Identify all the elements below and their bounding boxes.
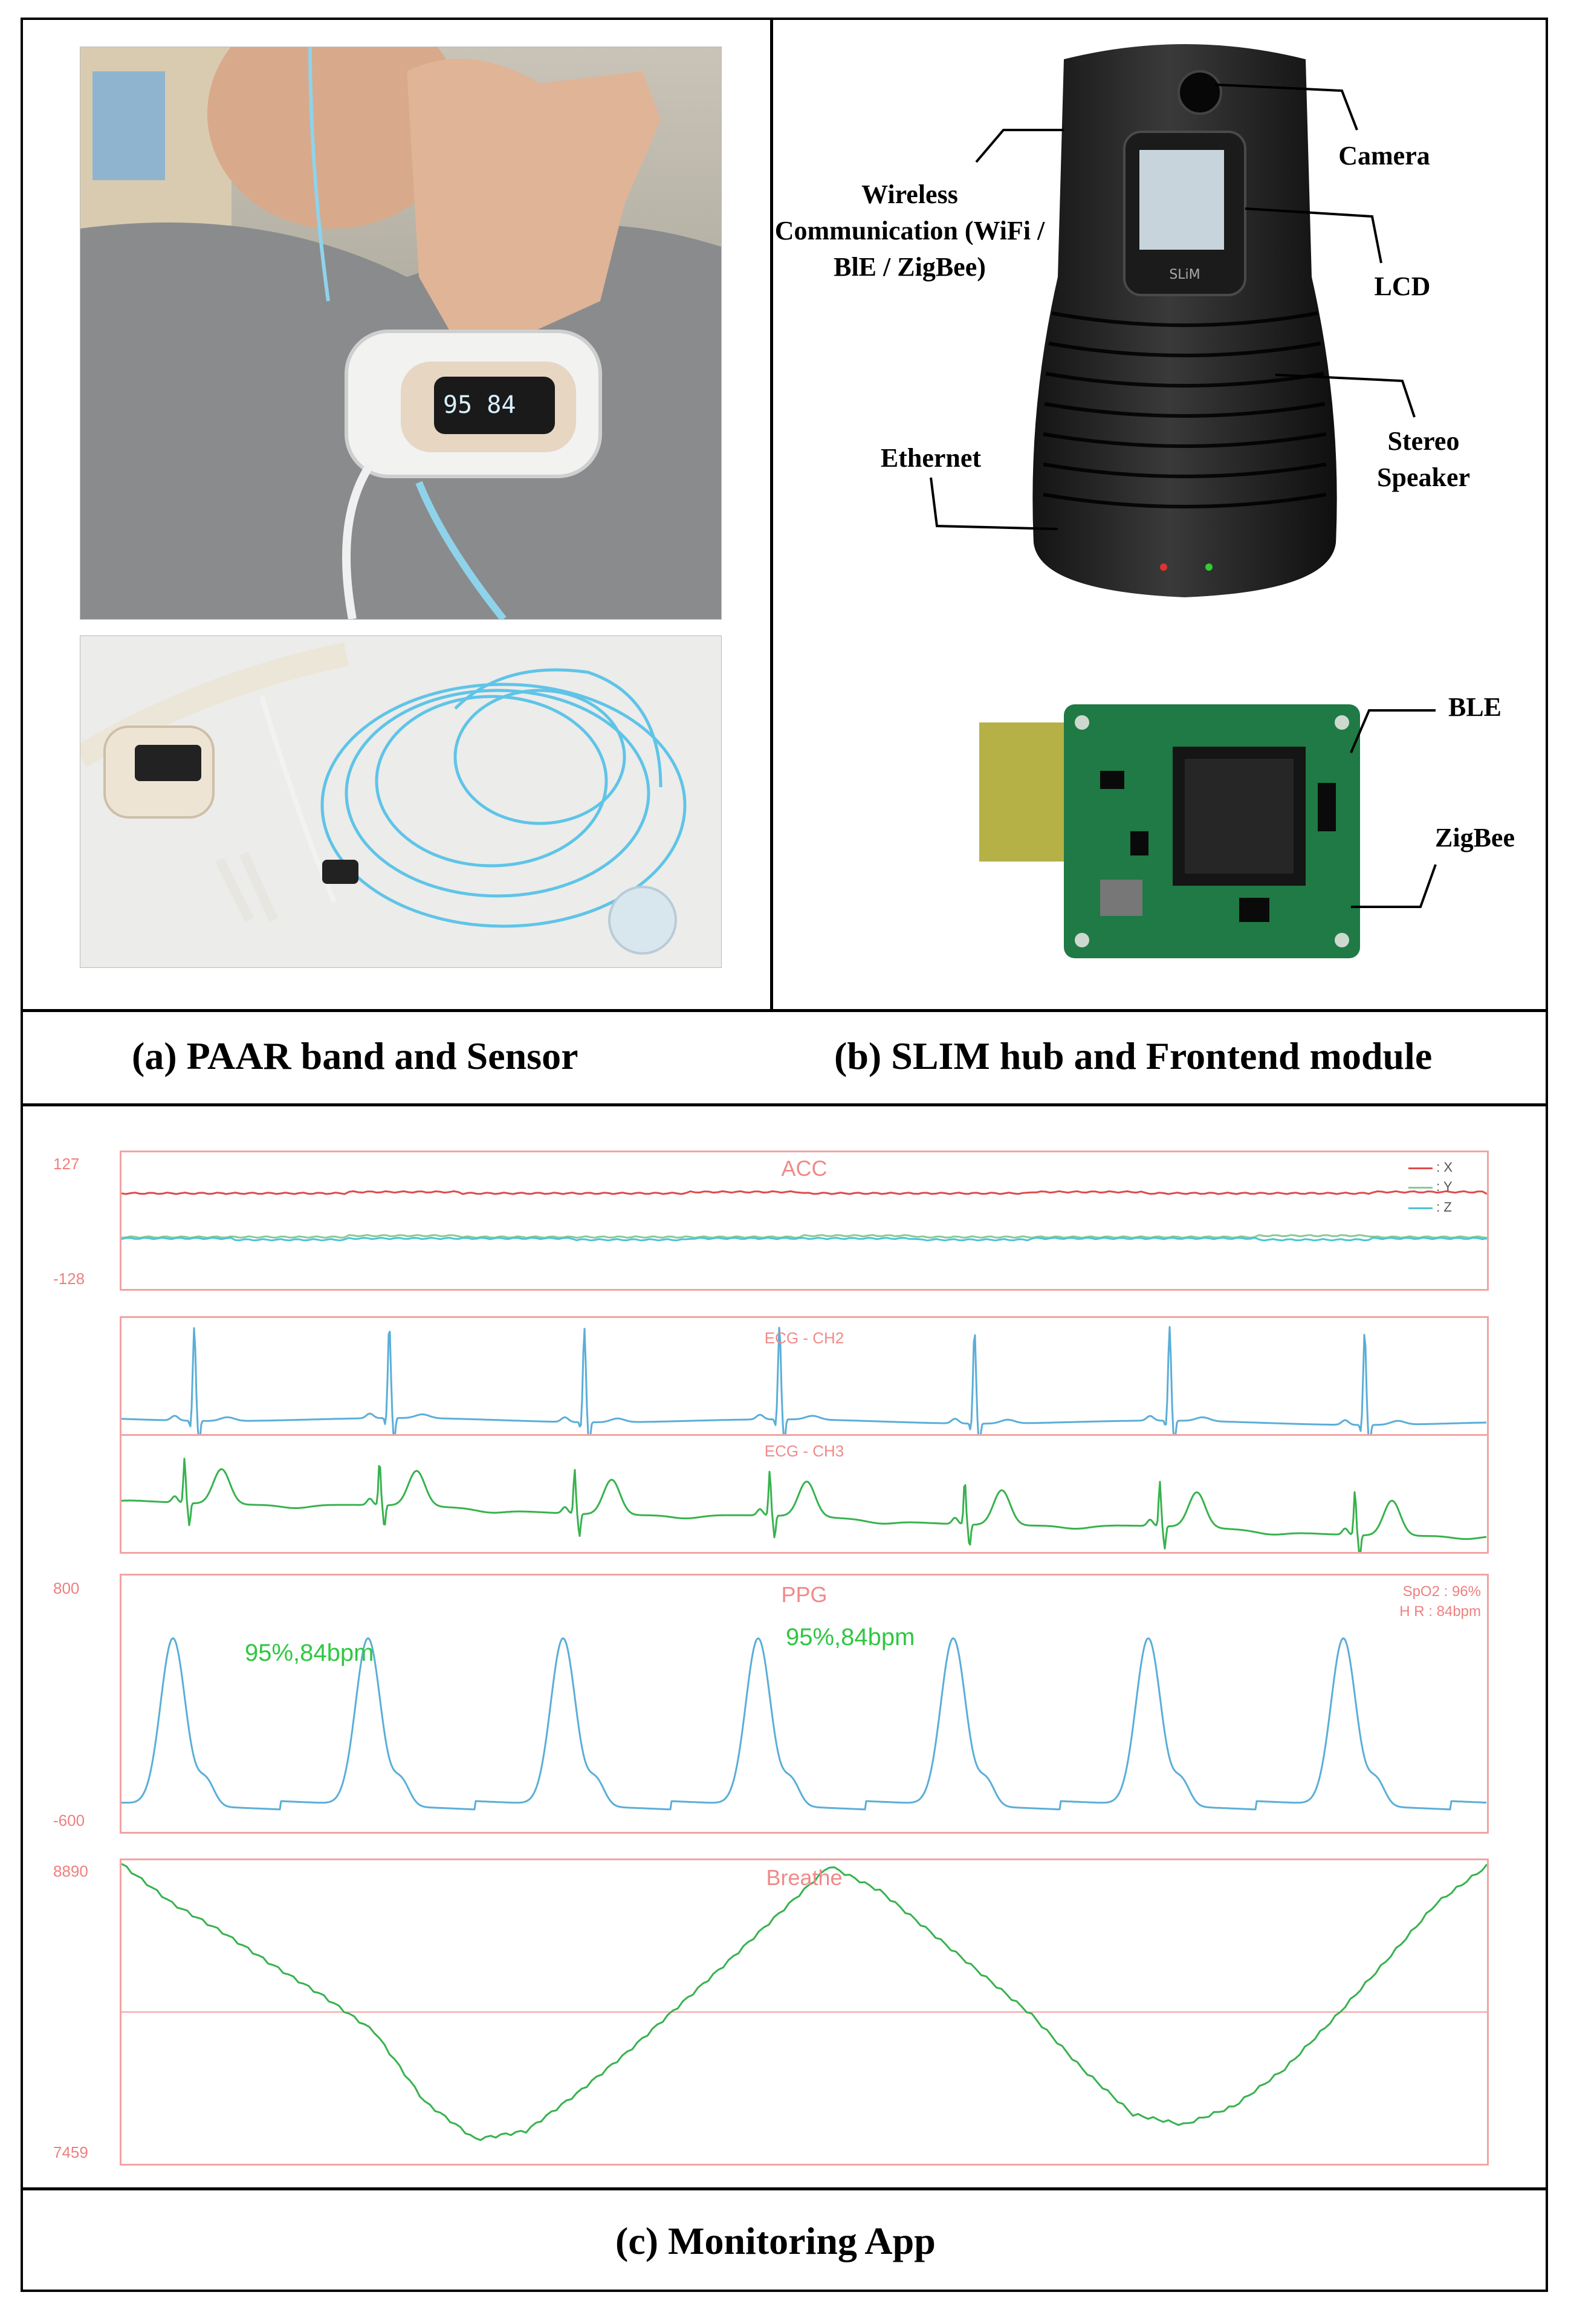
figure-frame [21,18,1548,2292]
divider-top [21,1009,1548,1012]
frontend-module-illustration [979,704,1360,958]
breathe-y-min: 7459 [53,2143,88,2161]
ppg-y-min: -600 [53,1811,85,1829]
ppg-plot [121,1637,1487,1811]
photo-paar-sensor-kit [80,635,722,968]
paar-band-worn-illustration: 95 84 [80,47,721,619]
acc-legend-z: : Z [1408,1199,1452,1215]
ecg-ch2-plot [121,1326,1487,1447]
ppg-hr-readout: H R : 84bpm [1399,1603,1481,1620]
ppg-annotation-2: 95%,84bpm [786,1624,915,1650]
ecg-trace [121,1326,1487,1447]
callout-stereo-speaker [1275,374,1416,418]
acc-legend-x: : X [1408,1160,1453,1175]
label-wireless-communication: Wireless Communication (WiFi / BlE / Zig… [774,180,1045,282]
callout-ethernet [930,477,1058,530]
label-lcd: LCD [1374,271,1431,301]
legend-swatch-z [1408,1207,1433,1209]
ecg-ch2-title: ECG - CH2 [764,1329,844,1347]
photo-paar-band-worn: 95 84 [80,47,722,620]
paar-sensor-kit-illustration [80,642,687,955]
frontend-module-board [979,698,1366,964]
panel-divider-vertical [770,18,773,1009]
divider-bottom [21,2187,1548,2190]
legend-swatch-x [1408,1167,1433,1169]
acc-series-line [121,1236,1488,1242]
label-ble: BLE [1448,692,1502,722]
ppg-annotation-1: 95%,84bpm [245,1640,374,1666]
label-zigbee: ZigBee [1435,823,1515,852]
slim-hub-illustration: SLiM [1032,44,1337,597]
caption-panel-a: (a) PAAR band and Sensor [132,1034,578,1077]
caption-panel-b: (b) SLIM hub and Frontend module [834,1034,1433,1077]
legend-label-z: : Z [1436,1199,1452,1215]
ppg-title: PPG [781,1582,828,1607]
callout-ble [1350,709,1436,753]
label-camera: Camera [1338,141,1430,170]
legend-label-x: : X [1436,1160,1453,1175]
acc-legend-y: : Y [1408,1179,1453,1195]
label-ethernet: Ethernet [880,443,982,473]
ecg-ch3-plot [121,1458,1487,1557]
acc-plot [121,1190,1488,1242]
ppg-y-max: 800 [53,1579,80,1597]
ppg-panel [120,1574,1489,1834]
ppg-spo2-readout: SpO2 : 96% [1402,1583,1481,1600]
ecg-ch3-panel [120,1434,1489,1557]
legend-label-y: : Y [1436,1179,1453,1194]
caption-panel-c: (c) Monitoring App [615,2219,936,2262]
divider-middle [21,1103,1548,1106]
breathe-y-max: 8890 [53,1862,88,1880]
ecg-ch3-title: ECG - CH3 [764,1442,844,1460]
ecg-ch2-panel [120,1316,1489,1447]
callout-wireless [975,129,1064,163]
label-stereo-speaker: Stereo Speaker [1377,426,1470,492]
callout-zigbee [1351,864,1437,908]
breathe-panel [120,1858,1489,2166]
ecg-trace [121,1458,1487,1557]
acc-y-max: 127 [53,1155,80,1173]
breathe-plot [121,1863,1488,2141]
callout-lcd [1245,207,1382,264]
acc-series-line [121,1234,1488,1239]
breathe-title: Breathe [766,1865,843,1890]
callout-camera [1214,83,1358,131]
svg-text:95 84: 95 84 [443,391,516,419]
breathe-trace [121,1863,1488,2141]
acc-y-min: -128 [53,1270,85,1288]
acc-series-line [121,1190,1488,1195]
legend-swatch-y [1408,1186,1433,1189]
slim-hub-device: SLiM [1028,35,1342,603]
acc-panel [120,1151,1489,1291]
acc-title: ACC [781,1156,828,1181]
hub-logo: SLiM [1169,267,1200,282]
ppg-trace [121,1637,1487,1811]
